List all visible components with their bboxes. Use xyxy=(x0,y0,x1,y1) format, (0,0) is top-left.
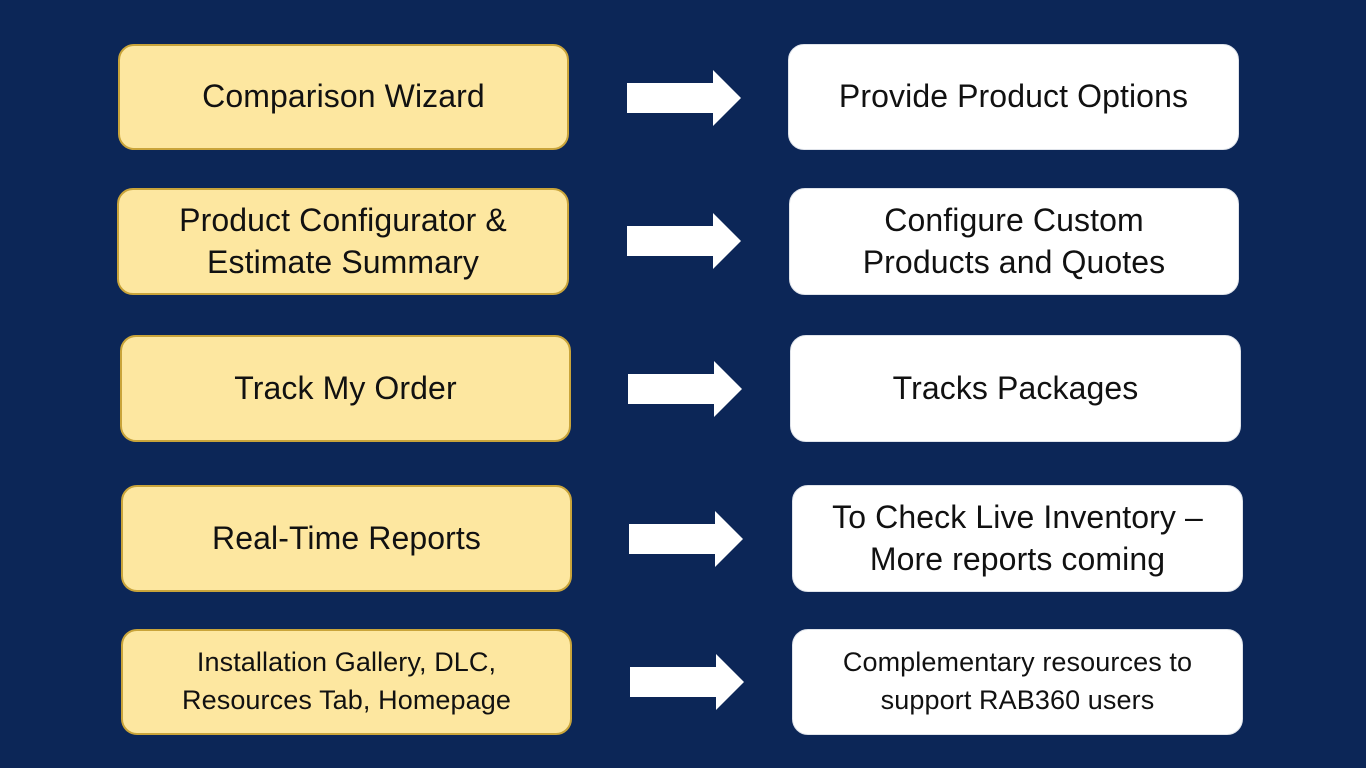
description-box-complementary-resources: Complementary resources to support RAB36… xyxy=(792,629,1243,735)
feature-box-track-my-order: Track My Order xyxy=(120,335,571,442)
description-box-tracks-packages: Tracks Packages xyxy=(790,335,1241,442)
feature-label: Real-Time Reports xyxy=(211,519,482,556)
right-arrow-icon xyxy=(627,360,743,418)
feature-box-product-configurator: Product Configurator & Estimate Summary xyxy=(117,188,569,295)
description-box-live-inventory: To Check Live Inventory – More reports c… xyxy=(792,485,1243,592)
feature-box-comparison-wizard: Comparison Wizard xyxy=(118,44,569,150)
feature-box-installation-gallery: Installation Gallery, DLC, Resources Tab… xyxy=(121,629,572,735)
feature-box-real-time-reports: Real-Time Reports xyxy=(121,485,572,592)
description-label: Complementary resources to support RAB36… xyxy=(842,647,1193,715)
feature-label: Comparison Wizard xyxy=(202,78,485,115)
right-arrow-icon xyxy=(629,653,745,711)
right-arrow-icon xyxy=(628,510,744,568)
description-box-product-options: Provide Product Options xyxy=(788,44,1239,150)
description-label: Configure Custom Products and Quotes xyxy=(862,201,1166,280)
description-label: Tracks Packages xyxy=(892,369,1139,406)
description-label: Provide Product Options xyxy=(838,78,1189,115)
description-label: To Check Live Inventory – More reports c… xyxy=(832,498,1203,577)
description-box-configure-custom: Configure Custom Products and Quotes xyxy=(789,188,1239,295)
right-arrow-icon xyxy=(626,212,742,270)
right-arrow-icon xyxy=(626,69,742,127)
feature-label: Product Configurator & Estimate Summary xyxy=(179,201,507,280)
feature-label: Installation Gallery, DLC, Resources Tab… xyxy=(182,647,511,715)
feature-label: Track My Order xyxy=(234,369,457,406)
